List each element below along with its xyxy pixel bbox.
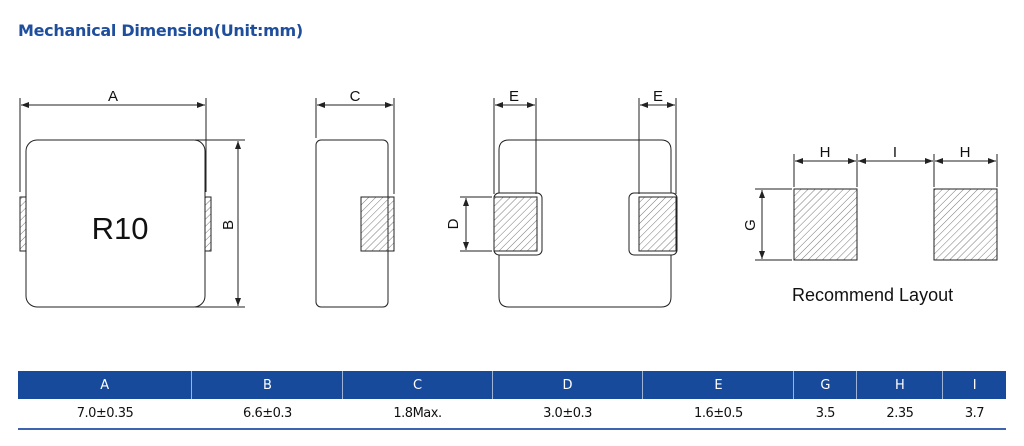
recommend-layout: H I H G Recommend Layout	[742, 144, 998, 305]
header-e: E	[642, 371, 795, 399]
bottom-view: E E D	[445, 88, 678, 308]
value-a: 7.0±0.35	[18, 399, 192, 430]
mechanical-drawing: A B R10 C E E D H I H G Recommend Layout	[19, 88, 998, 308]
side-view: C	[315, 88, 395, 308]
value-h: 2.35	[856, 399, 943, 430]
dim-label-e: E	[509, 88, 519, 105]
dim-label-h: H	[820, 144, 831, 161]
header-c: C	[342, 371, 493, 399]
table-header-row: A B C D E G H I	[18, 371, 1006, 399]
layout-caption: Recommend Layout	[792, 285, 953, 305]
header-b: B	[191, 371, 344, 399]
section-title: Mechanical Dimension(Unit:mm)	[18, 21, 303, 40]
value-e: 1.6±0.5	[642, 399, 794, 430]
dim-label-i: I	[893, 144, 897, 161]
value-c: 1.8Max.	[342, 399, 493, 430]
dim-label-d: D	[445, 218, 462, 229]
dim-label-e-right: E	[653, 88, 663, 105]
dim-label-b: B	[220, 220, 237, 230]
header-d: D	[492, 371, 644, 399]
value-g: 3.5	[793, 399, 857, 430]
dim-label-c: C	[350, 88, 361, 105]
value-b: 6.6±0.3	[191, 399, 343, 430]
dim-label-g: G	[742, 219, 759, 231]
header-g: G	[793, 371, 858, 399]
part-marking: R10	[92, 211, 149, 246]
value-d: 3.0±0.3	[492, 399, 643, 430]
dimension-table: A B C D E G H I 7.0±0.35 6.6±0.3 1.8Max.…	[18, 371, 1006, 430]
header-a: A	[18, 371, 193, 399]
table-row: 7.0±0.35 6.6±0.3 1.8Max. 3.0±0.3 1.6±0.5…	[18, 399, 1006, 430]
top-view: A B R10	[19, 88, 245, 308]
dim-label-a: A	[108, 88, 118, 105]
header-i: I	[942, 371, 1006, 399]
dim-label-h-right: H	[960, 144, 971, 161]
header-h: H	[856, 371, 944, 399]
value-i: 3.7	[942, 399, 1006, 430]
